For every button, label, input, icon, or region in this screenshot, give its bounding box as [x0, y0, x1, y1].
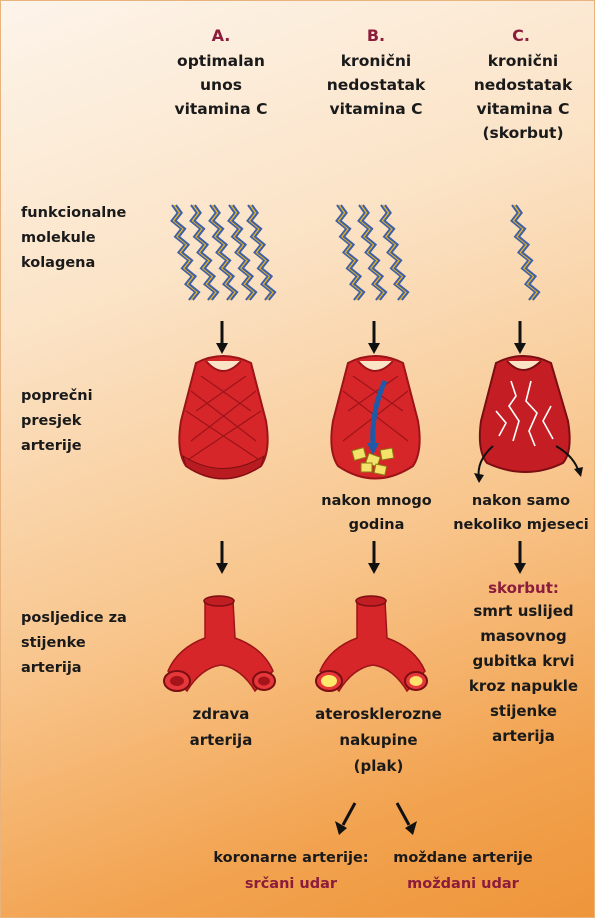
arrow-down-icon — [514, 541, 526, 575]
arrow-down-icon — [216, 541, 228, 575]
arrow-down-left-icon — [331, 801, 361, 837]
collagen-fiber-c — [506, 201, 536, 311]
outcome-a-text: zdrava arterija — [161, 701, 281, 753]
outcome-c-title: skorbut: — [461, 576, 586, 600]
arrow-down-icon — [368, 321, 380, 355]
arrow-down-icon — [216, 321, 228, 355]
arrow-down-icon — [514, 321, 526, 355]
artery-bifurcation-healthy — [163, 593, 278, 698]
final-coronary-label: koronarne arterije: — [206, 847, 376, 869]
final-coronary-result: srčani udar — [206, 873, 376, 895]
column-a-letter: A. — [186, 25, 256, 47]
time-note-b: nakon mnogo godina — [299, 489, 454, 537]
column-c-letter: C. — [486, 25, 556, 47]
artery-cross-section-healthy — [171, 351, 276, 486]
collagen-fibers-a — [166, 201, 276, 311]
collagen-fibers-b — [329, 201, 419, 311]
row-label-cross-section: poprečni presjek arterije — [21, 384, 93, 459]
column-a-title: optimalan unos vitamina C — [151, 49, 291, 121]
final-brain-result: moždani udar — [383, 873, 543, 895]
column-b-title: kronični nedostatak vitamina C — [301, 49, 451, 121]
artery-bifurcation-plaque — [315, 593, 430, 698]
outcome-c-text: smrt uslijed masovnog gubitka krvi kroz … — [461, 599, 586, 749]
column-c-title: kronični nedostatak vitamina C (skorbut) — [453, 49, 593, 145]
column-b-letter: B. — [341, 25, 411, 47]
row-label-consequences: posljedice za stijenke arterija — [21, 606, 127, 681]
artery-cross-section-cracked — [471, 351, 581, 486]
arrow-down-icon — [368, 541, 380, 575]
arrow-down-right-icon — [391, 801, 421, 837]
time-note-c: nakon samo nekoliko mjeseci — [451, 489, 591, 537]
row-label-collagen: funkcionalne molekule kolagena — [21, 201, 126, 276]
artery-cross-section-plaque — [323, 351, 428, 486]
final-brain-label: moždane arterije — [383, 847, 543, 869]
outcome-b-text: aterosklerozne nakupine (plak) — [296, 701, 461, 779]
